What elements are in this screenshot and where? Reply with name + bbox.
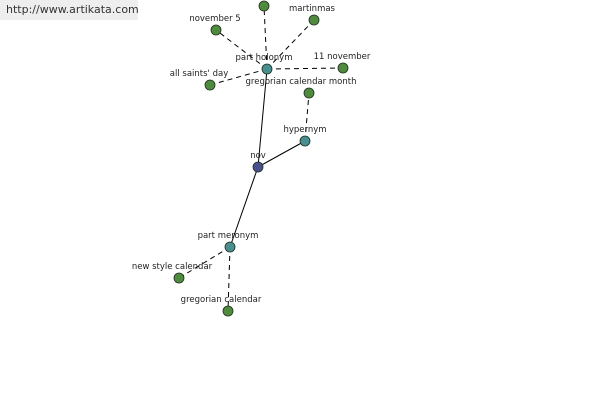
- term-label: all saints' day: [170, 69, 228, 79]
- relation-dot[interactable]: [261, 63, 273, 75]
- edge-nov-part-holonym: [257, 68, 268, 168]
- term-dot[interactable]: [303, 87, 315, 99]
- center-dot[interactable]: [252, 161, 264, 173]
- term-node-martinmas[interactable]: martinmas: [289, 4, 336, 26]
- term-node-november-5[interactable]: november 5: [189, 14, 241, 36]
- relation-label: hypernym: [283, 125, 326, 135]
- edge-part-meronym-new-style-calendar: [178, 246, 231, 279]
- relation-node-part-meronym[interactable]: part meronym: [198, 231, 259, 253]
- term-dot[interactable]: [337, 62, 349, 74]
- edge-part-holonym-11-november: [266, 67, 344, 70]
- edge-part-holonym-top-unlabeled: [263, 5, 268, 70]
- term-dot[interactable]: [308, 14, 320, 26]
- edge-hypernym-gregorian-calendar-month: [304, 92, 310, 142]
- center-label: nov: [250, 151, 266, 161]
- relation-dot[interactable]: [224, 241, 236, 253]
- relation-node-part-holonym[interactable]: part holonym: [236, 53, 293, 75]
- term-label: november 5: [189, 14, 240, 24]
- term-label: martinmas: [289, 4, 336, 14]
- relation-label: part holonym: [236, 53, 293, 63]
- term-dot[interactable]: [204, 79, 216, 91]
- term-node-gregorian-calendar[interactable]: gregorian calendar: [181, 295, 262, 317]
- graph-nodes: november 5 martinmas 11 november all saints…: [132, 0, 371, 317]
- edge-part-holonym-all-saints-day: [209, 68, 268, 86]
- edge-part-holonym-martinmas: [266, 19, 315, 70]
- edge-part-holonym-november-5: [215, 29, 268, 70]
- term-dot[interactable]: [258, 0, 270, 12]
- edge-part-meronym-gregorian-calendar: [227, 246, 231, 312]
- term-label: new style calendar: [132, 262, 213, 272]
- term-node-all-saints-day[interactable]: all saints' day: [170, 69, 228, 91]
- relation-node-hypernym[interactable]: hypernym: [283, 125, 327, 147]
- term-label: gregorian calendar: [181, 295, 262, 305]
- relation-dot[interactable]: [299, 135, 311, 147]
- graph-edges: [178, 5, 344, 312]
- relation-label: part meronym: [198, 231, 259, 241]
- center-node-nov[interactable]: nov: [250, 151, 266, 173]
- term-node-gregorian-calendar-month[interactable]: gregorian calendar month: [246, 77, 357, 99]
- edge-nov-part-meronym: [229, 166, 259, 248]
- term-dot[interactable]: [173, 272, 185, 284]
- term-node-new-style-calendar[interactable]: new style calendar: [132, 262, 213, 284]
- term-node-11-november[interactable]: 11 november: [314, 52, 371, 74]
- term-label: 11 november: [314, 52, 371, 62]
- term-dot[interactable]: [222, 305, 234, 317]
- edge-nov-hypernym: [257, 140, 306, 168]
- term-dot[interactable]: [210, 24, 222, 36]
- watermark-url: http://www.artikata.com: [0, 0, 139, 20]
- term-label: gregorian calendar month: [246, 77, 357, 87]
- term-node-top-unlabeled[interactable]: [258, 0, 270, 12]
